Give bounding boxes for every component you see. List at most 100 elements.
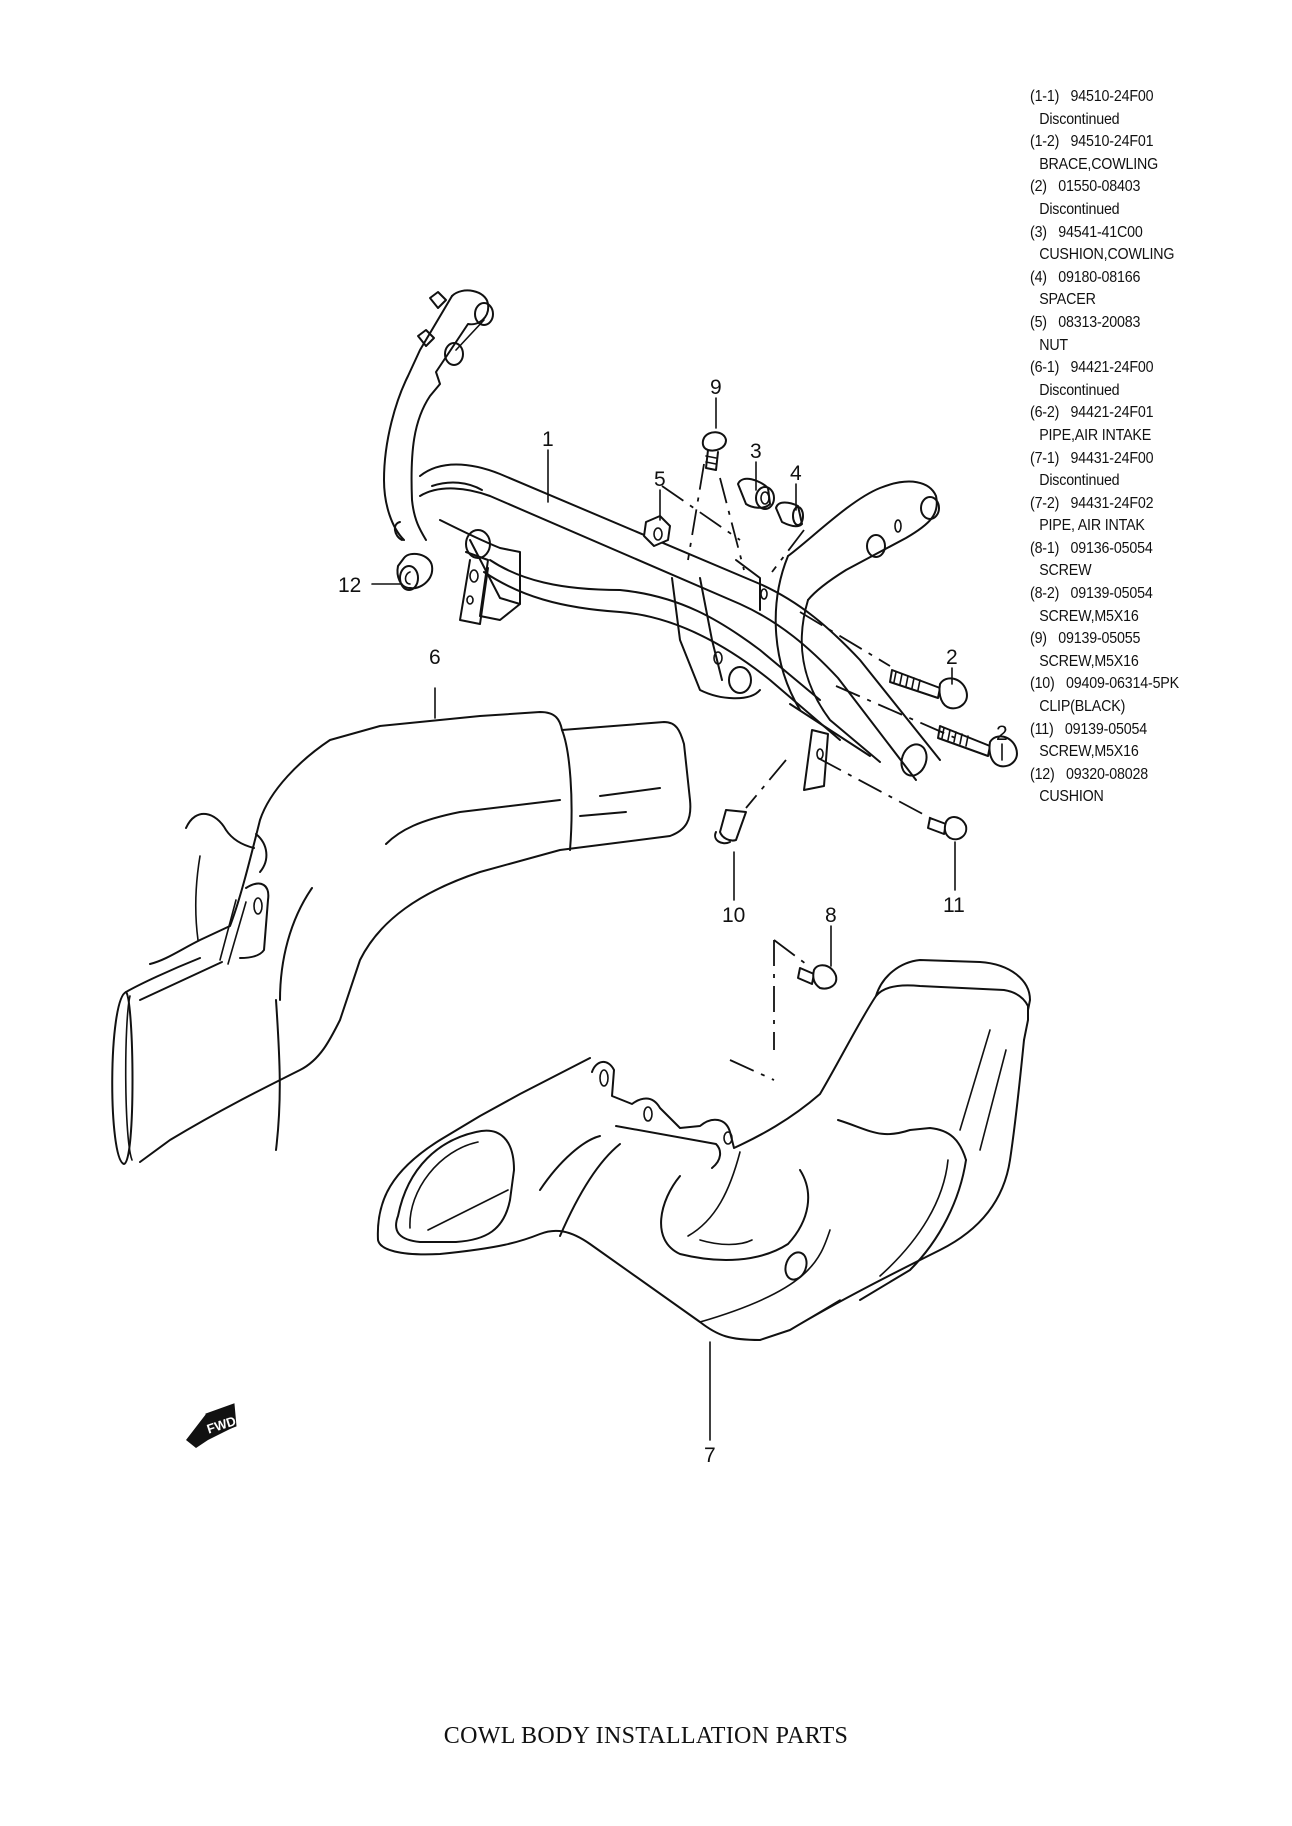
part-description: SPACER: [1039, 291, 1096, 309]
part-description: Discontinued: [1039, 110, 1120, 128]
callout-leaders: [371, 397, 1003, 1441]
part-ref-and-number: (8-2) 09139-05054: [1030, 585, 1153, 602]
part-number: 01550-08403: [1058, 178, 1141, 196]
diagram-title: COWL BODY INSTALLATION PARTS: [443, 1723, 849, 1749]
part-number: 94431-24F02: [1070, 494, 1154, 512]
part-number: 94431-24F00: [1070, 449, 1154, 467]
part-ref-and-number: (1-2) 94510-24F01: [1030, 133, 1154, 151]
part-description: SCREW,M5X16: [1039, 743, 1139, 761]
part-ref-and-number: (7-2) 94431-24F02: [1030, 494, 1154, 512]
part-number: 08313-20083: [1058, 313, 1141, 331]
part-ref: (3): [1030, 223, 1047, 241]
part-8-screw[interactable]: [797, 964, 838, 990]
callout-4: 4: [790, 462, 802, 485]
part-description: CUSHION,COWLING: [1039, 246, 1175, 264]
part-ref: (10): [1030, 675, 1055, 693]
callout-2-upper: 2: [946, 646, 958, 669]
part-number: 09320-08028: [1065, 765, 1149, 783]
part-10-clip[interactable]: [714, 809, 747, 845]
assembly-dash-lines: [661, 463, 961, 1081]
part-description: SCREW,M5X16: [1039, 652, 1139, 670]
part-3-cushion-cowling[interactable]: [737, 477, 775, 510]
part-4-spacer[interactable]: [775, 501, 804, 528]
part-description: Discontinued: [1039, 472, 1120, 490]
part-ref-and-number: (6-2) 94421-24F01: [1030, 404, 1154, 422]
part-11-screw[interactable]: [927, 816, 968, 841]
part-description: SCREW,M5X16: [1039, 607, 1139, 625]
part-description: PIPE,AIR INTAKE: [1039, 426, 1152, 444]
part-2-bolt-lower[interactable]: [937, 725, 1018, 768]
part-number: 94421-24F01: [1070, 404, 1154, 422]
callout-9: 9: [710, 376, 722, 399]
part-ref-and-number: (1-1) 94510-24F00: [1030, 88, 1154, 105]
callout-11: 11: [943, 894, 965, 917]
part-description: BRACE,COWLING: [1039, 155, 1159, 173]
part-number: 09409-06314-5PK: [1065, 675, 1179, 693]
callout-10: 10: [722, 904, 745, 927]
part-ref: (8-2): [1030, 585, 1060, 603]
part-6-pipe-air-intake[interactable]: [111, 711, 692, 1165]
callout-12: 12: [338, 574, 361, 597]
part-ref: (1-1): [1030, 88, 1060, 105]
part-ref: (9): [1030, 630, 1047, 648]
part-ref-and-number: (12) 09320-08028: [1030, 766, 1148, 783]
part-ref-and-number: (3) 94541-41C00: [1030, 224, 1143, 241]
part-ref: (7-2): [1030, 494, 1060, 512]
part-description: SCREW: [1039, 562, 1092, 580]
part-description: CLIP(BLACK): [1039, 698, 1126, 716]
part-ref-and-number: (2) 01550-08403: [1030, 178, 1140, 195]
part-ref-and-number: (7-1) 94431-24F00: [1030, 449, 1154, 467]
part-number: 94421-24F00: [1070, 359, 1154, 377]
part-7-pipe-air-intake[interactable]: [376, 959, 1031, 1341]
part-ref-and-number: (10) 09409-06314-5PK: [1030, 675, 1179, 692]
part-ref: (2): [1030, 178, 1047, 196]
part-number: 94510-24F01: [1070, 133, 1154, 151]
callout-6: 6: [429, 646, 441, 669]
callout-labels: 1 2 2 3 4 5 6 7 8 9 10 11 12: [338, 376, 1008, 1467]
part-description: Discontinued: [1039, 200, 1120, 218]
part-ref-and-number: (9) 09139-05055: [1030, 630, 1140, 647]
part-2-bolt-upper[interactable]: [889, 669, 968, 710]
part-ref: (5): [1030, 313, 1047, 331]
part-number: 09139-05055: [1058, 630, 1141, 648]
part-9-screw[interactable]: [701, 431, 727, 471]
callout-1: 1: [542, 428, 554, 451]
part-ref: (8-1): [1030, 539, 1060, 557]
part-12-cushion[interactable]: [396, 552, 434, 591]
part-ref: (7-1): [1030, 449, 1060, 467]
part-description: Discontinued: [1039, 381, 1120, 399]
part-description: CUSHION: [1039, 788, 1104, 806]
part-ref: (12): [1030, 765, 1055, 783]
part-5-nut[interactable]: [643, 515, 671, 547]
part-number: 09136-05054: [1070, 539, 1153, 557]
part-ref: (4): [1030, 268, 1047, 286]
part-number: 09139-05054: [1070, 585, 1153, 603]
callout-7: 7: [704, 1444, 716, 1467]
fwd-arrow-icon: FWD: [186, 1403, 238, 1448]
part-ref: (6-1): [1030, 359, 1060, 377]
part-ref-and-number: (6-1) 94421-24F00: [1030, 359, 1154, 377]
callout-3: 3: [750, 440, 762, 463]
part-ref-and-number: (11) 09139-05054: [1030, 721, 1147, 738]
part-number: 09180-08166: [1058, 268, 1141, 286]
callout-5: 5: [654, 468, 666, 491]
part-ref-and-number: (8-1) 09136-05054: [1030, 540, 1153, 557]
part-ref-and-number: (4) 09180-08166: [1030, 269, 1140, 286]
part-description: NUT: [1039, 336, 1068, 354]
